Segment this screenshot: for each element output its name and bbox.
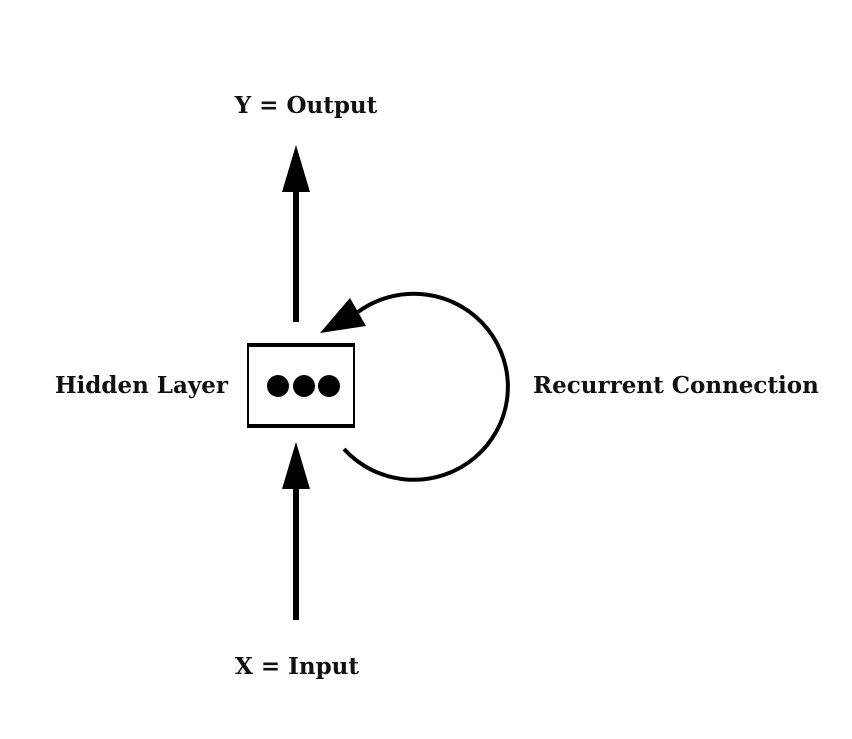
neuron-dot bbox=[318, 375, 340, 397]
recurrent-connection-arrow bbox=[320, 291, 510, 482]
neuron-dot bbox=[267, 375, 289, 397]
hidden-layer-box bbox=[247, 343, 355, 428]
output-label: Y = Output bbox=[234, 92, 378, 119]
input-arrow bbox=[282, 442, 310, 620]
recurrent-connection-label: Recurrent Connection bbox=[533, 372, 819, 399]
input-label: X = Input bbox=[235, 653, 359, 680]
neuron-dot bbox=[293, 375, 315, 397]
hidden-layer-label: Hidden Layer bbox=[55, 372, 229, 399]
output-arrow bbox=[282, 145, 310, 322]
